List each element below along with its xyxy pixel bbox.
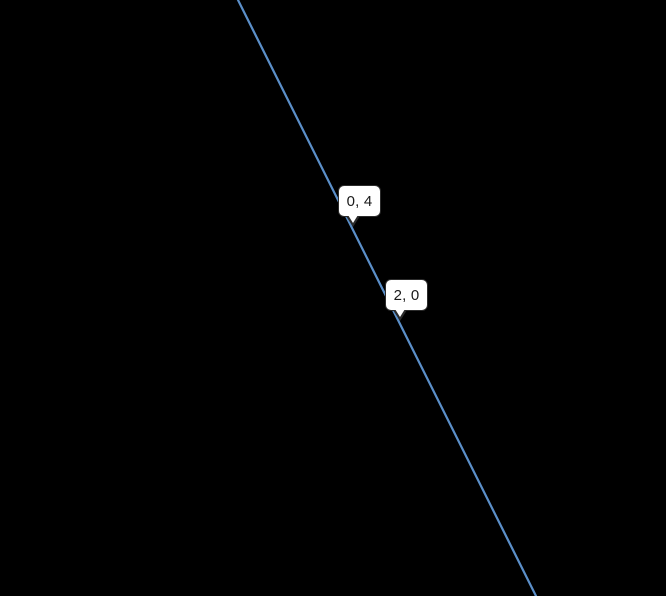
point-label-text: 2, 0 <box>393 286 420 304</box>
point-label-callout[interactable]: 2, 0 <box>385 279 428 321</box>
point-label-callout[interactable]: 0, 4 <box>338 185 381 227</box>
callout-tail-icon <box>393 309 407 321</box>
callout-tail-icon <box>346 215 360 227</box>
point-label-text: 0, 4 <box>346 192 373 210</box>
